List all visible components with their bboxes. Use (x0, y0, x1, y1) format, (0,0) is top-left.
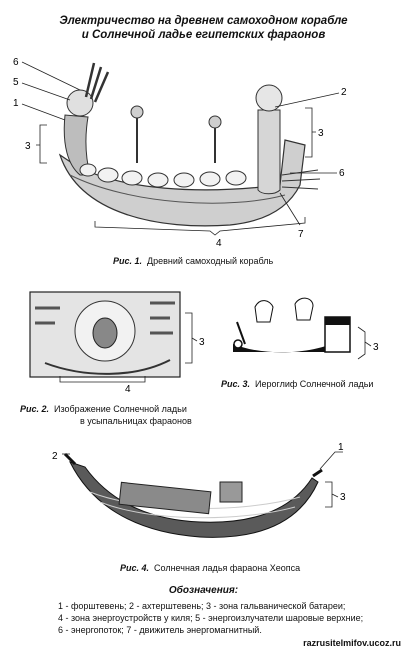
legend-line-3: 6 - энергопоток; 7 - движитель энергомаг… (58, 625, 262, 635)
document-title: Электричество на древнем самоходном кора… (0, 14, 407, 42)
fig1-label-3-right: 3 (318, 128, 324, 139)
figure-4-number: Рис. 4. (120, 563, 150, 573)
figure-4-caption-text: Солнечная ладья фараона Хеопса (154, 563, 301, 573)
figure-2-caption-line-2: в усыпальницах фараонов (80, 416, 192, 426)
figure-1-number: Рис. 1. (113, 256, 143, 266)
fig1-label-2: 2 (341, 87, 347, 98)
fig1-label-6-right: 6 (339, 168, 345, 179)
legend-title: Обозначения: (168, 585, 239, 596)
figure-1-caption: Рис. 1. Древний самоходный корабль (113, 255, 273, 267)
title-line-1: Электричество на древнем самоходном кора… (59, 15, 348, 27)
fig4-label-2: 2 (52, 451, 58, 462)
figure-2-caption: Рис. 2. Изображение Солнечной ладьи в ус… (20, 403, 192, 427)
fig1-label-1: 1 (13, 98, 19, 109)
source-watermark: razrusitelmifov.ucoz.ru (303, 638, 401, 648)
fig1-label-3-left: 3 (25, 141, 31, 152)
figure-4-caption: Рис. 4. Солнечная ладья фараона Хеопса (120, 562, 300, 574)
figure-4-khufu-solar-boat: 2 1 3 (52, 442, 346, 538)
fig3-label-3: 3 (373, 342, 379, 353)
figure-1-ancient-ship-drawing: 6 5 1 3 2 3 6 7 4 (13, 57, 347, 249)
title-line-2: и Солнечной ладье египетских фараонов (81, 29, 326, 41)
figure-3-number: Рис. 3. (221, 379, 251, 389)
fig1-label-5: 5 (13, 77, 19, 88)
legend-line-1: 1 - форштевень; 2 - ахтерштевень; 3 - зо… (58, 601, 346, 611)
fig1-label-4: 4 (216, 238, 222, 249)
fig2-label-3: 3 (199, 337, 205, 348)
figure-3-caption: Рис. 3. Иероглиф Солнечной ладьи (221, 378, 373, 390)
figure-2-caption-line-1: Изображение Солнечной ладьи (54, 404, 187, 414)
figure-3-solar-boat-hieroglyph: 3 (233, 297, 379, 360)
fig1-label-6: 6 (13, 57, 19, 68)
figure-3-caption-text: Иероглиф Солнечной ладьи (255, 379, 374, 389)
legend: 1 - форштевень; 2 - ахтерштевень; 3 - зо… (58, 600, 363, 636)
figure-2-solar-boat-tomb-image: 3 4 (29, 291, 205, 393)
legend-line-2: 4 - зона энергоустройств у киля; 5 - эне… (58, 613, 364, 623)
fig2-label-4: 4 (125, 384, 131, 393)
fig4-label-3: 3 (340, 492, 346, 503)
figure-1-caption-text: Древний самоходный корабль (147, 256, 274, 266)
fig4-label-1: 1 (338, 442, 344, 453)
figure-2-number: Рис. 2. (20, 404, 50, 414)
fig1-label-7: 7 (298, 229, 304, 240)
